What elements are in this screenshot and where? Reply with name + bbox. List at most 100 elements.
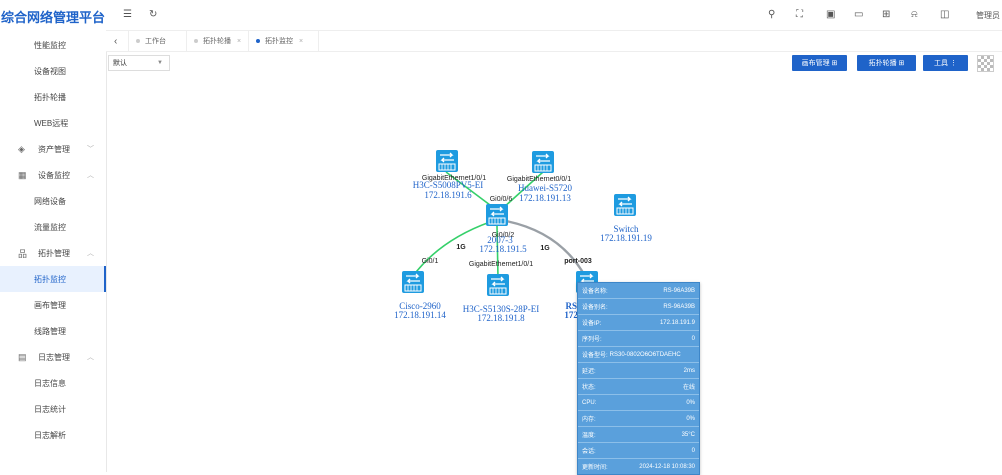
info-row: 设备别名:RS-96A39B <box>578 299 699 315</box>
info-key: 内存: <box>582 417 596 423</box>
tab-workbench[interactable]: 工作台 <box>136 31 166 51</box>
canvas-select[interactable]: 默认 ▼ <box>108 55 170 71</box>
layers-icon: ◈ <box>18 143 25 154</box>
sidebar-group-logs[interactable]: ▤日志管理︿ <box>0 344 106 370</box>
tools-button[interactable]: 工具 ⋮ <box>923 55 968 71</box>
device-h3c-s5008-icon[interactable] <box>435 149 459 173</box>
device-name: H3C-S5008PV5-EI <box>413 180 484 190</box>
sidebar-group-topology[interactable]: 品拓扑管理︿ <box>0 240 106 266</box>
info-key: 更新时间: <box>582 465 608 471</box>
sidebar-item-label: 线路管理 <box>34 326 66 336</box>
device-huawei-s5720-icon[interactable] <box>531 150 555 174</box>
device-ip: 172.18.191.8 <box>477 313 525 323</box>
device-ip: 172.18.191.19 <box>600 233 652 243</box>
screen-icon[interactable]: ▣ <box>826 9 836 20</box>
link-h3c5130-core[interactable] <box>496 225 499 279</box>
link-cisco-core[interactable] <box>412 221 491 277</box>
sidebar-item-network-devices[interactable]: 网络设备 <box>0 188 106 214</box>
tab-dot-icon <box>194 39 198 43</box>
port-label: Gi0/0/6 <box>490 196 513 203</box>
info-key: 设备别名: <box>582 305 608 311</box>
sidebar-item-web-remote[interactable]: WEB远程 <box>0 110 106 136</box>
device-name: Huawei-S5720 <box>518 183 572 193</box>
transparent-grid-icon[interactable] <box>977 55 994 72</box>
chevron-down-icon: ﹀ <box>87 146 94 153</box>
sidebar-item-device-view[interactable]: 设备视图 <box>0 58 106 84</box>
info-row: 内存:0% <box>578 411 699 427</box>
info-key: CPU: <box>582 399 597 406</box>
bell-icon[interactable]: ⍾ <box>911 9 918 20</box>
sidebar-item-log-parse[interactable]: 日志解析 <box>0 422 106 448</box>
sidebar-item-log-stats[interactable]: 日志统计 <box>0 396 106 422</box>
info-key: 设备IP: <box>582 321 602 327</box>
topology-icon: 品 <box>18 248 28 259</box>
device-switch-icon[interactable] <box>613 193 637 217</box>
info-value: 0 <box>691 447 695 454</box>
info-row: 设备名称: RS-96A39B <box>578 283 699 299</box>
user-name[interactable]: 管理员 <box>976 11 1000 20</box>
menu-fold-icon[interactable]: ☰ <box>123 9 132 20</box>
sidebar: 综合网络管理平台 性能监控 设备视图 拓扑轮播 WEB远程 ◈资产管理﹀ ▦设备… <box>0 0 107 472</box>
info-row: 设备型号:RS30-0802O6O6TDAEHC <box>578 347 699 363</box>
link-huawei-core[interactable] <box>502 171 544 209</box>
topo-carousel-button[interactable]: 拓扑轮播 ⊞ <box>857 55 916 71</box>
device-core-icon[interactable] <box>485 203 509 227</box>
info-key: 设备名称: <box>582 289 608 295</box>
sidebar-item-label: 拓扑管理 <box>38 248 70 258</box>
info-value: RS-96A39B <box>663 287 695 294</box>
info-key: 序列号: <box>582 337 602 343</box>
info-row: CPU:0% <box>578 395 699 411</box>
caret-down-icon: ▼ <box>157 60 163 66</box>
book-icon[interactable]: ◫ <box>940 9 950 20</box>
sidebar-item-label: 日志解析 <box>34 430 66 440</box>
info-row: 更新时间: 2024-12-18 10:08:30 <box>578 459 699 474</box>
sidebar-item-label: 流量监控 <box>34 222 66 232</box>
sidebar-item-label: WEB远程 <box>34 118 69 128</box>
search-icon[interactable]: ⚲ <box>768 9 776 20</box>
info-row: 设备IP: 172.18.191.9 <box>578 315 699 331</box>
device-cisco-icon[interactable] <box>401 270 425 294</box>
monitor-icon: ▦ <box>18 169 27 180</box>
canvas-manage-button[interactable]: 画布管理 ⊞ <box>792 55 847 71</box>
sidebar-item-topo-carousel[interactable]: 拓扑轮播 <box>0 84 106 110</box>
tab-dot-icon <box>136 39 140 43</box>
sidebar-item-topo-monitor[interactable]: 拓扑监控 <box>0 266 106 292</box>
info-row: 序列号:0 <box>578 331 699 347</box>
link-rs-core[interactable] <box>505 219 587 277</box>
info-value: 172.18.191.9 <box>659 319 695 326</box>
select-value: 默认 <box>113 60 127 67</box>
sidebar-item-label: 画布管理 <box>34 300 66 310</box>
device-h3c-s5130-icon[interactable] <box>486 273 510 297</box>
sidebar-item-label: 设备监控 <box>38 170 70 180</box>
device-ip: 172.18.191.5 <box>479 244 527 254</box>
refresh-icon[interactable]: ↻ <box>149 9 158 20</box>
info-row: 会话:0 <box>578 443 699 459</box>
device-ip: 172.18.191.6 <box>424 190 472 200</box>
sidebar-item-lines[interactable]: 线路管理 <box>0 318 106 344</box>
sidebar-item-log-info[interactable]: 日志信息 <box>0 370 106 396</box>
chevron-up-icon: ︿ <box>87 172 94 179</box>
link-h3c5008-core[interactable] <box>445 171 495 209</box>
tab-topo-monitor[interactable]: 拓扑监控× <box>256 31 303 51</box>
device-name: Switch <box>613 224 639 234</box>
info-row: 延迟:2ms <box>578 363 699 379</box>
tab-topo-carousel[interactable]: 拓扑轮播× <box>194 31 241 51</box>
fullscreen-icon[interactable]: ⛶ <box>796 9 803 20</box>
desktop-icon[interactable]: ▭ <box>854 9 864 20</box>
info-key: 设备型号: <box>582 353 608 359</box>
grid-view-icon[interactable]: ⊞ <box>882 9 891 20</box>
close-icon[interactable]: × <box>299 37 304 45</box>
tab-label: 工作台 <box>145 38 166 45</box>
sidebar-item-label: 日志信息 <box>34 378 66 388</box>
sidebar-group-assets[interactable]: ◈资产管理﹀ <box>0 136 106 162</box>
sidebar-item-canvas[interactable]: 画布管理 <box>0 292 106 318</box>
sidebar-item-traffic[interactable]: 流量监控 <box>0 214 106 240</box>
tab-back-icon[interactable]: ‹ <box>114 35 118 47</box>
sidebar-group-device-monitor[interactable]: ▦ 设备监控 ︿ <box>0 162 106 188</box>
sidebar-item-performance[interactable]: 性能监控 <box>0 32 106 58</box>
info-value: 2024-12-18 10:08:30 <box>639 463 695 470</box>
device-ip: 172.18.191.13 <box>519 193 571 203</box>
close-icon[interactable]: × <box>237 37 242 45</box>
port-label: port-003 <box>564 258 592 265</box>
